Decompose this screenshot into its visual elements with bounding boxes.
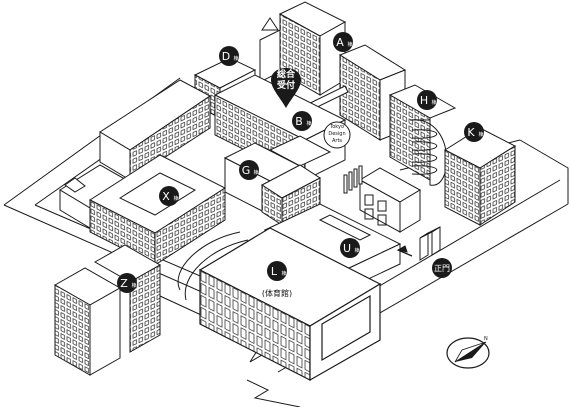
marker-l-letter: L <box>271 265 278 278</box>
building-cube <box>343 165 422 233</box>
marker-d-letter: D <box>222 50 230 63</box>
marker-u[interactable]: U 棟 <box>340 238 360 258</box>
marker-h[interactable]: H 棟 <box>417 90 437 110</box>
marker-k[interactable]: K 棟 <box>464 122 484 142</box>
marker-g[interactable]: G 棟 <box>239 160 259 180</box>
marker-b-suffix: 棟 <box>306 120 311 127</box>
marker-z[interactable]: Z 棟 <box>117 273 137 293</box>
marker-a-suffix: 棟 <box>347 41 352 48</box>
reception-line-1: 総合 <box>277 68 296 80</box>
building-l <box>198 227 382 382</box>
marker-a[interactable]: A 棟 <box>333 32 353 52</box>
building-back-left <box>59 79 211 229</box>
marker-k-suffix: 棟 <box>478 131 483 138</box>
north-arrow-icon: N <box>446 336 490 369</box>
marker-d-suffix: 棟 <box>233 55 238 62</box>
sign-line-3: Arts <box>332 138 342 144</box>
marker-u-letter: U <box>343 242 351 255</box>
marker-z-suffix: 棟 <box>131 282 136 289</box>
building-g <box>223 142 321 226</box>
marker-x[interactable]: X 棟 <box>159 186 179 206</box>
marker-l[interactable]: L 棟 <box>267 261 287 281</box>
main-gate-structure <box>396 226 441 261</box>
marker-a-letter: A <box>336 36 344 49</box>
sign-line-2: Design <box>328 131 345 137</box>
main-gate-label: 正門 <box>434 264 450 273</box>
building-h <box>388 84 457 186</box>
marker-d[interactable]: D 棟 <box>219 46 239 66</box>
svg-text:N: N <box>484 336 488 342</box>
sign-line-1: Tokyo <box>329 124 344 130</box>
marker-h-letter: H <box>420 94 428 107</box>
marker-u-suffix: 棟 <box>354 247 359 254</box>
marker-b[interactable]: B 棟 <box>292 111 312 131</box>
marker-k-letter: K <box>467 126 475 139</box>
marker-g-suffix: 棟 <box>253 169 258 176</box>
marker-main-gate[interactable]: 正門 <box>432 258 452 278</box>
marker-h-suffix: 棟 <box>431 99 436 106</box>
building-z <box>53 244 162 376</box>
marker-x-suffix: 棟 <box>173 195 178 202</box>
reception-line-2: 受付 <box>277 79 295 91</box>
gymnasium-label: (体育館) <box>262 288 292 298</box>
design-sign: Tokyo Design Arts <box>323 121 351 149</box>
marker-g-letter: G <box>242 164 251 177</box>
marker-l-suffix: 棟 <box>281 270 286 277</box>
marker-b-letter: B <box>295 115 303 128</box>
building-x <box>88 154 227 266</box>
building-k <box>443 127 517 226</box>
marker-x-letter: X <box>162 190 170 203</box>
marker-z-letter: Z <box>120 277 128 290</box>
reception-marker[interactable]: 総合 受付 <box>271 68 301 108</box>
